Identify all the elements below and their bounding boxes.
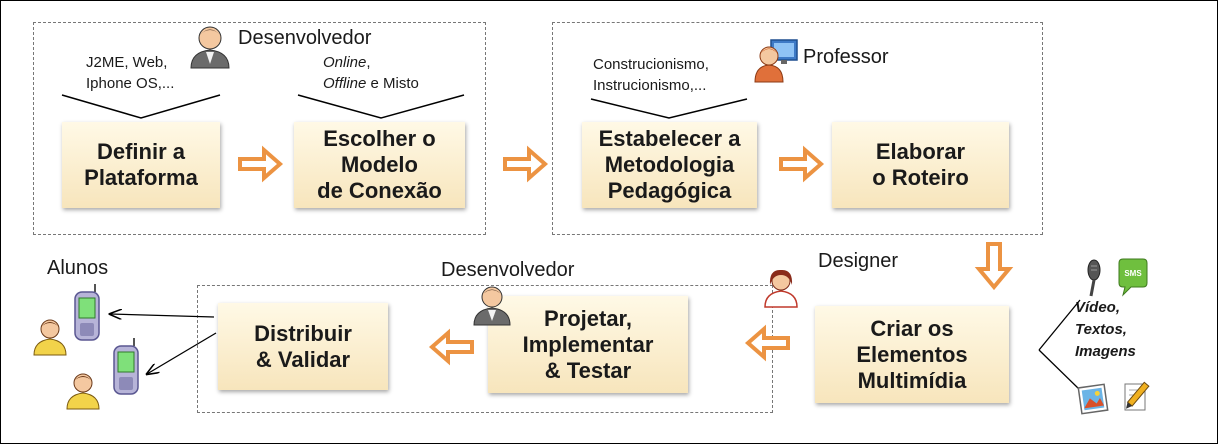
arrow-to-phone-2 xyxy=(147,332,217,374)
person-icon xyxy=(66,373,100,410)
pen-icon xyxy=(1124,381,1150,411)
arrow-right-1 xyxy=(238,145,284,183)
phone-icon xyxy=(113,338,139,395)
media-line-upper xyxy=(1038,299,1081,351)
bracket-connection xyxy=(297,94,465,119)
bracket-platforms xyxy=(61,94,221,119)
note-platforms: J2ME, Web, Iphone OS,... xyxy=(86,54,175,92)
step-multimedia: Criar os Elementos Multimídia xyxy=(815,306,1009,403)
sms-bubble-icon: SMS xyxy=(1118,258,1148,297)
person-icon xyxy=(764,269,798,308)
step-choose-connection-model: Escolher o Modelo de Conexão xyxy=(294,122,465,208)
microphone-icon xyxy=(1087,259,1101,297)
group-developer-top xyxy=(33,22,486,235)
image-icon xyxy=(1077,383,1109,415)
arrow-down xyxy=(974,242,1014,291)
person-icon xyxy=(190,26,230,69)
media-types: Vídeo, Textos, Imagens xyxy=(1075,299,1136,360)
arrow-left-2 xyxy=(428,328,474,366)
teacher-computer-icon xyxy=(754,39,798,83)
arrow-left-1 xyxy=(744,324,790,362)
role-developer-bottom: Desenvolvedor xyxy=(441,259,575,281)
step-script: Elaborar o Roteiro xyxy=(832,122,1009,208)
media-line-lower xyxy=(1038,349,1081,391)
role-students: Alunos xyxy=(47,257,109,279)
sms-badge-text: SMS xyxy=(1124,269,1142,278)
arrow-right-3 xyxy=(779,145,825,183)
group-professor xyxy=(552,22,1043,235)
role-designer: Designer xyxy=(818,250,899,272)
person-icon xyxy=(33,319,67,356)
bracket-methods xyxy=(590,98,748,119)
phone-icon xyxy=(74,284,100,341)
arrow-right-2 xyxy=(503,145,549,183)
note-connection: Online, Offline e Misto xyxy=(323,54,419,92)
step-methodology: Estabelecer a Metodologia Pedagógica xyxy=(582,122,757,208)
role-developer-top: Desenvolvedor xyxy=(238,27,372,49)
step-distribute: Distribuir & Validar xyxy=(218,303,388,390)
arrow-to-phone-1 xyxy=(110,314,215,317)
person-icon xyxy=(473,286,511,326)
role-professor: Professor xyxy=(803,46,889,68)
step-implement: Projetar, Implementar & Testar xyxy=(488,296,688,393)
step-define-platform: Definir a Plataforma xyxy=(62,122,220,208)
note-methods: Construcionismo, Instrucionismo,... xyxy=(593,56,709,94)
